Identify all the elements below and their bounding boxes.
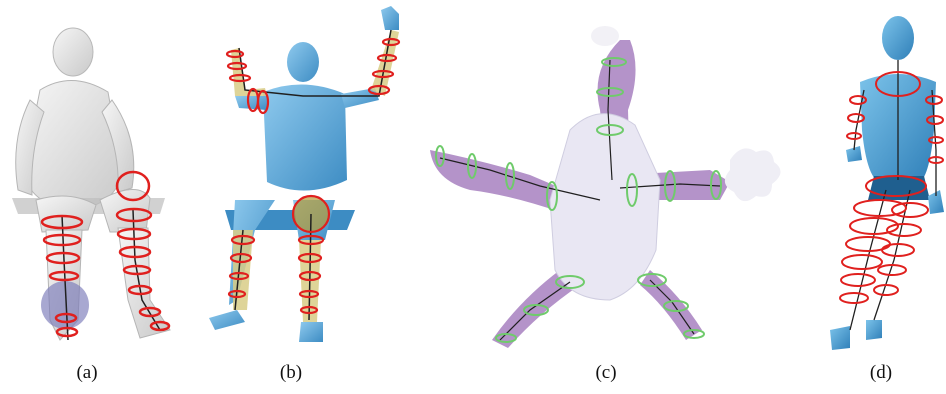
panel-c	[420, 0, 800, 360]
caption-a: (a)	[57, 362, 117, 384]
head-c	[591, 26, 619, 46]
hand-c	[725, 148, 781, 201]
caption-d: (d)	[851, 362, 911, 384]
head-a	[53, 28, 93, 76]
shoulder-b-left	[235, 96, 267, 110]
figure-a-render	[0, 0, 200, 360]
foot-d-right	[866, 320, 882, 340]
panel-a	[0, 0, 200, 360]
foot-b-left	[209, 310, 245, 330]
torso-a	[24, 80, 122, 210]
head-d	[882, 16, 914, 60]
foot-d-left	[830, 326, 850, 350]
torso-c	[550, 114, 660, 300]
foot-b-right	[299, 322, 323, 342]
caption-b: (b)	[261, 362, 321, 384]
panel-b	[195, 0, 405, 360]
shoulder-b-right	[341, 88, 379, 108]
thigh-a	[36, 196, 96, 232]
panel-d	[810, 0, 946, 360]
arm-b-left	[231, 48, 267, 96]
figure-c-render	[420, 0, 800, 360]
head-b	[287, 42, 319, 82]
figure-b-render	[195, 0, 405, 360]
caption-c: (c)	[576, 362, 636, 384]
torso-b	[263, 84, 347, 190]
figure-d-render	[810, 0, 946, 360]
hand-b-right	[381, 6, 399, 30]
